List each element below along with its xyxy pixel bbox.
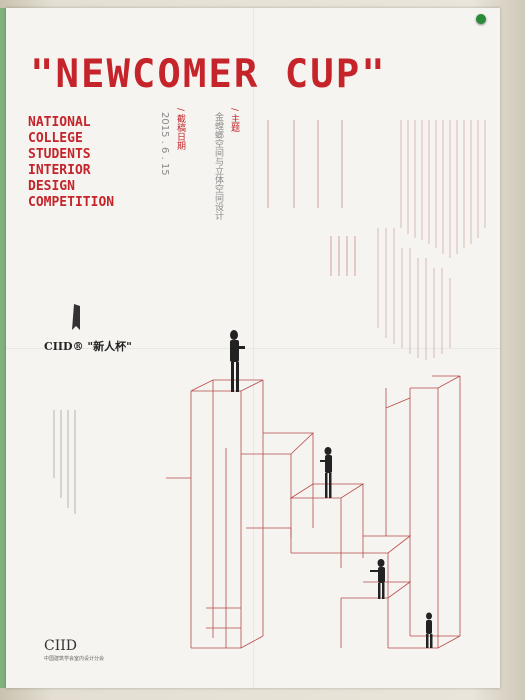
subtitle-line: DESIGN bbox=[28, 179, 75, 194]
poster-headline: "NEWCOMER CUP" bbox=[30, 52, 387, 97]
date-label: / 截稿日期 bbox=[175, 108, 185, 150]
green-edge bbox=[0, 8, 6, 688]
poster: "NEWCOMER CUP" NATIONAL COLLEGE STUDENTS… bbox=[6, 8, 500, 688]
theme-label: / 主题 bbox=[229, 108, 239, 132]
fold-line bbox=[253, 8, 254, 688]
poster-subtitle: NATIONAL COLLEGE STUDENTS INTERIOR DESIG… bbox=[28, 115, 178, 211]
body-copy-texture bbox=[53, 120, 486, 649]
subtitle-line: INTERIOR bbox=[28, 163, 91, 178]
subtitle-line: COMPETITION bbox=[28, 195, 115, 210]
date-value: 2015 . 6 . 15 bbox=[159, 112, 170, 176]
subtitle-line: NATIONAL bbox=[28, 115, 91, 130]
ciid-logo-bottom: CIID bbox=[44, 638, 77, 654]
theme-value: 金螳螂空间与立体空间设计 bbox=[213, 112, 223, 220]
ciid-logo-subtext: 中国建筑学会室内设计分会 bbox=[44, 656, 105, 662]
subtitle-line: COLLEGE bbox=[28, 131, 83, 146]
ciid-logo-top: CIID® "新人杯" bbox=[44, 340, 132, 353]
push-pin-icon bbox=[476, 14, 486, 24]
subtitle-line: STUDENTS bbox=[28, 147, 91, 162]
fold-line bbox=[6, 348, 500, 349]
